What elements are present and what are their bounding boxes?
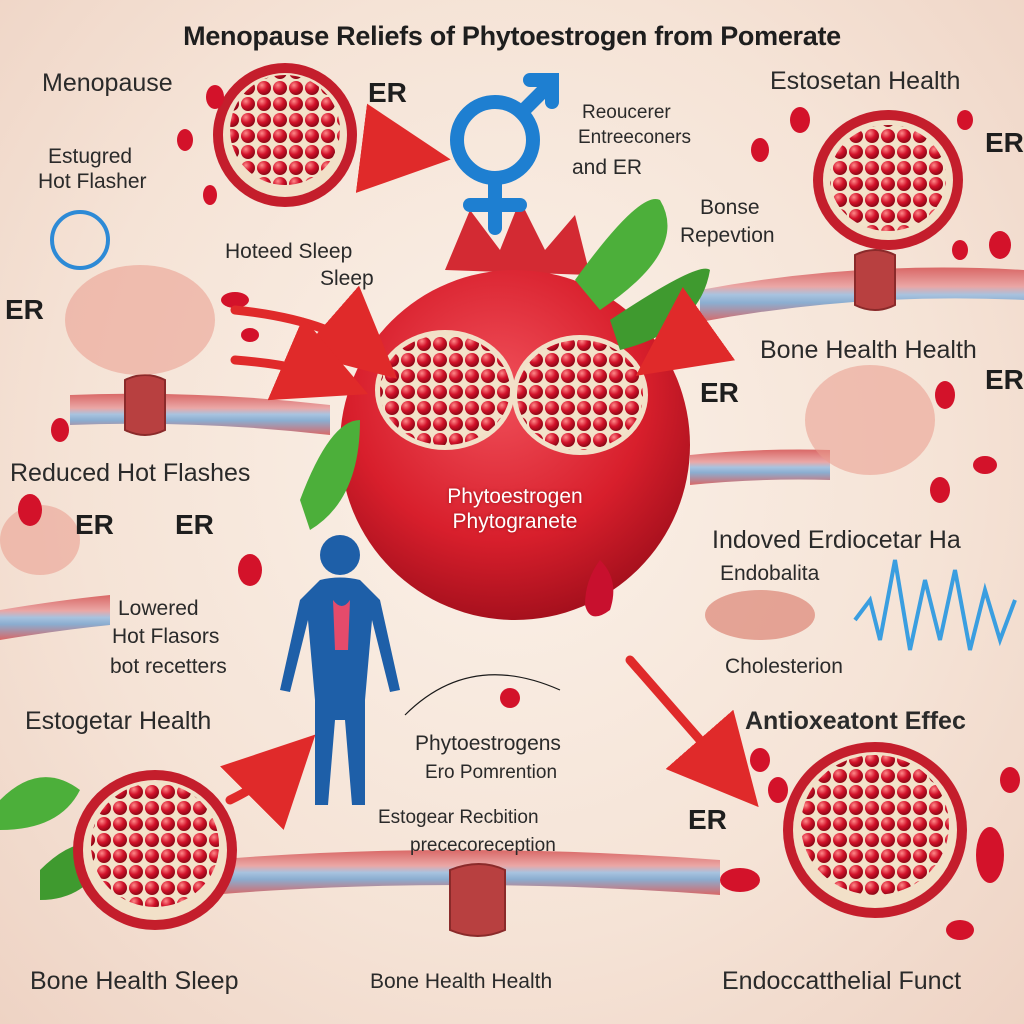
label-bone-health-sleep: Bone Health Sleep bbox=[30, 967, 239, 995]
central-label-line2: Phytogranete bbox=[452, 510, 578, 534]
receptor-channel-icon bbox=[124, 249, 896, 937]
central-label-line1: Phytoestrogen bbox=[447, 485, 583, 508]
label-lowered-3: bot recetters bbox=[110, 655, 227, 678]
label-hoteed-sleep-2: Sleep bbox=[320, 267, 374, 290]
label-cholesterion: Cholesterion bbox=[725, 655, 843, 678]
membrane-right-middle bbox=[690, 449, 830, 485]
signal-wave-icon bbox=[853, 559, 1017, 651]
link-curve bbox=[404, 674, 561, 716]
tissue-icon bbox=[0, 265, 935, 640]
label-estogetar-health: Estogetar Health bbox=[25, 707, 212, 735]
arrows bbox=[219, 103, 759, 831]
page-title: Menopause Reliefs of Phytoestrogen from … bbox=[183, 21, 841, 51]
label-phyto-bottom-2: Ero Pomrention bbox=[425, 762, 558, 783]
label-estugred: Estugred bbox=[48, 145, 133, 168]
label-antioxeatont: Antioxeatont Effec bbox=[745, 707, 966, 735]
membrane-left-middle bbox=[0, 595, 110, 640]
label-indoved-2: Endobalita bbox=[720, 562, 820, 585]
label-repevtion: Repevtion bbox=[680, 224, 775, 247]
er-tag: ER bbox=[368, 77, 407, 108]
label-estosetan-health: Estosetan Health bbox=[770, 67, 961, 95]
highlight-ring-icon bbox=[50, 210, 110, 270]
label-hot-flasher: Hot Flasher bbox=[38, 170, 147, 193]
label-endoccatthelial: Endoccatthelial Funct bbox=[722, 967, 962, 995]
label-bone-health-health: Bone Health Health bbox=[370, 970, 553, 993]
label-receptor-top-1: Reoucerer bbox=[582, 102, 671, 123]
label-menopause: Menopause bbox=[42, 69, 173, 97]
er-tag: ER bbox=[175, 509, 214, 540]
pomegranate-half-bottom-left bbox=[73, 770, 237, 930]
label-receptor-top-3: and ER bbox=[572, 156, 643, 179]
label-bone-health-right: Bone Health Health bbox=[760, 336, 977, 364]
er-tag: ER bbox=[700, 377, 739, 408]
label-hoteed-sleep-1: Hoteed Sleep bbox=[225, 240, 353, 263]
gender-symbol-icon bbox=[450, 73, 559, 235]
label-lowered-1: Lowered bbox=[118, 597, 199, 620]
central-pomegranate-icon bbox=[340, 200, 690, 620]
er-tag: ER bbox=[985, 127, 1024, 158]
pomegranate-half-top-left bbox=[213, 63, 357, 207]
label-bonse: Bonse bbox=[700, 196, 760, 219]
label-receptor-top-2: Entreeconers bbox=[578, 127, 692, 148]
membrane-left-top bbox=[70, 393, 330, 435]
label-indoved-1: Indoved Erdiocetar Ha bbox=[712, 526, 961, 554]
label-estogear-1: Estogear Recbition bbox=[378, 807, 539, 828]
er-tag: ER bbox=[5, 294, 44, 325]
label-lowered-2: Hot Flasors bbox=[112, 625, 220, 648]
label-phyto-bottom-1: Phytoestrogens bbox=[415, 732, 561, 755]
er-tag: ER bbox=[985, 364, 1024, 395]
er-tag: ER bbox=[688, 804, 727, 835]
label-reduced-hot-flashes: Reduced Hot Flashes bbox=[10, 459, 251, 487]
human-body-silhouette-icon bbox=[280, 535, 400, 805]
pomegranate-half-bottom-right bbox=[783, 742, 967, 918]
pomegranate-half-top-right bbox=[813, 110, 963, 250]
er-tag: ER bbox=[75, 509, 114, 540]
label-estogear-2: prececoreception bbox=[410, 835, 556, 856]
central-label: Phytoestrogen Phytogranete bbox=[380, 484, 650, 534]
